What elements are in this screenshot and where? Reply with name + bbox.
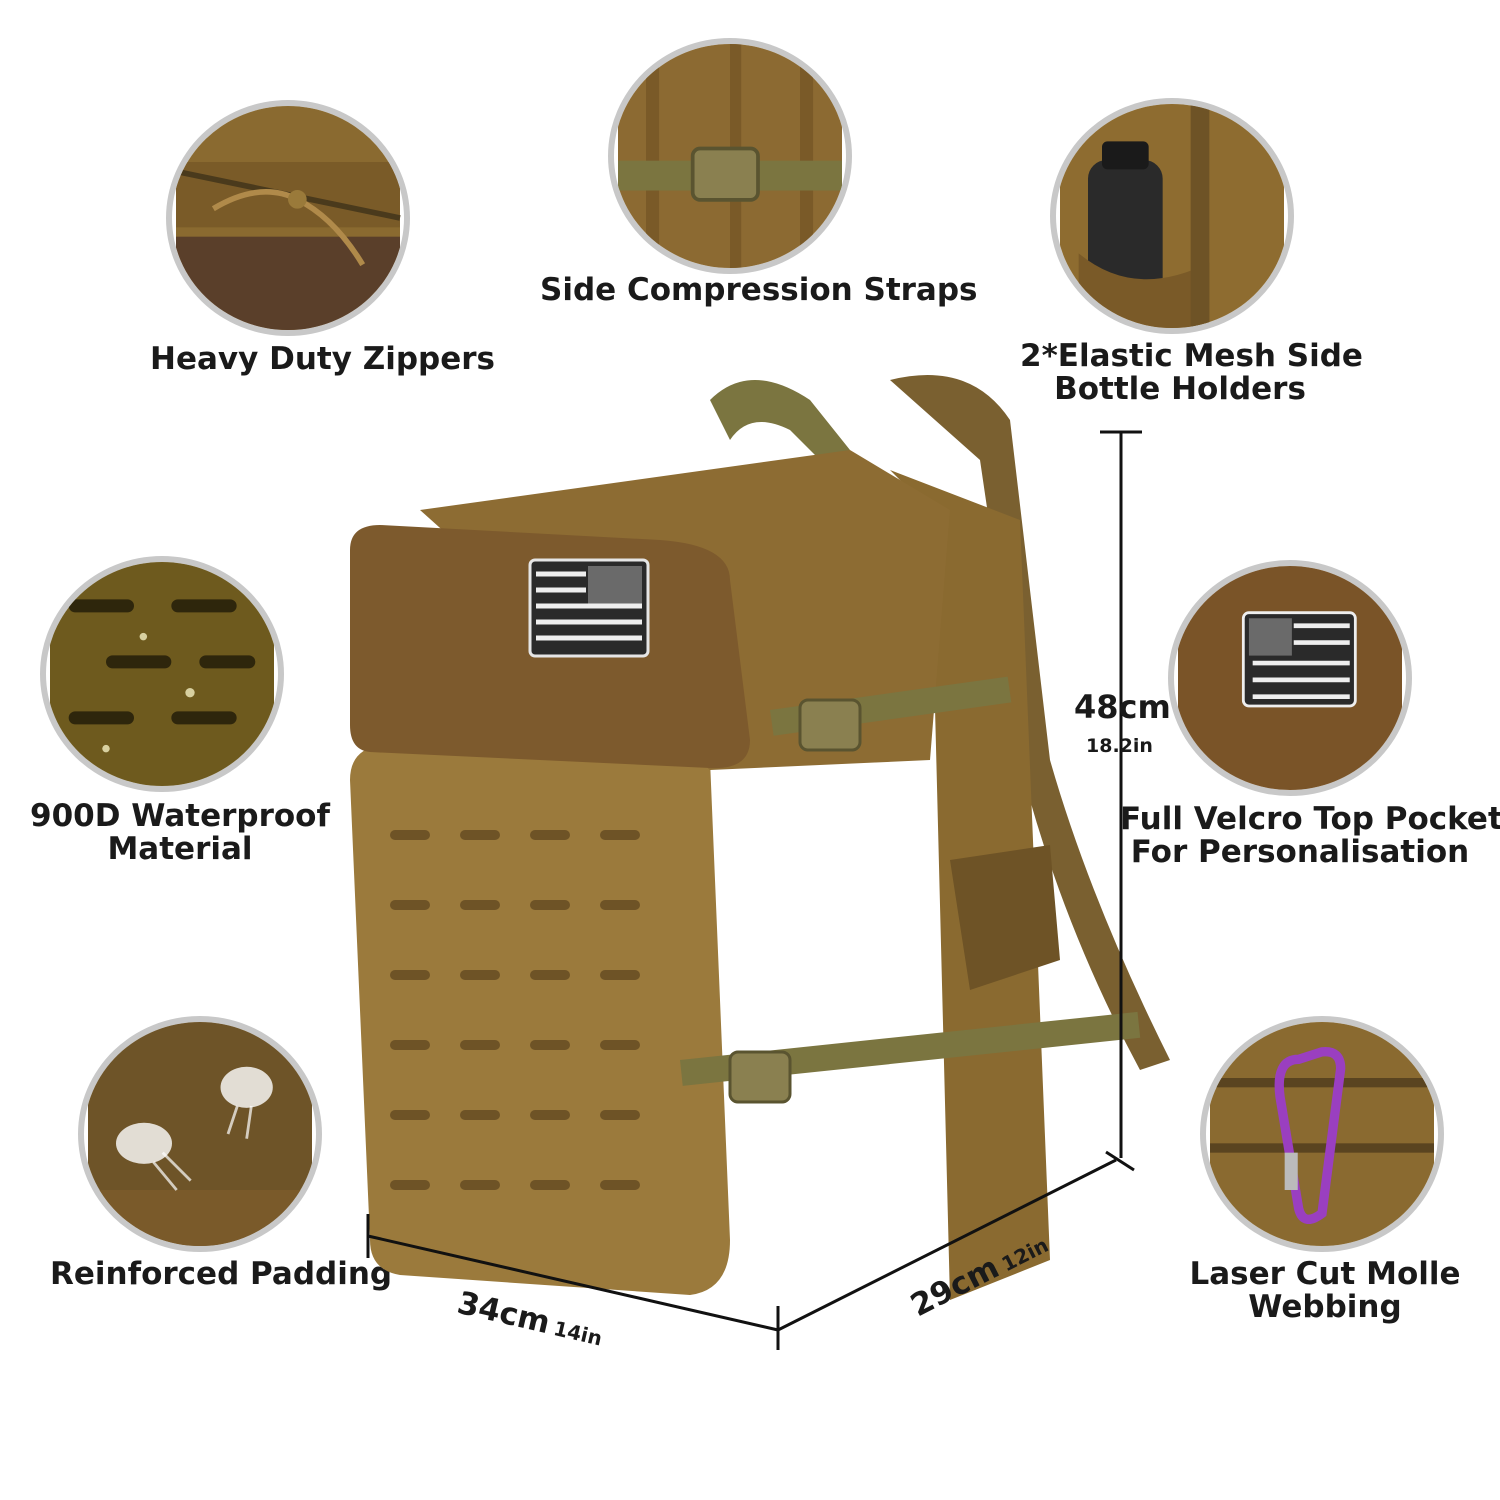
flag-patch-icon (528, 558, 650, 658)
bottle-holder-closeup-image (1050, 98, 1294, 334)
strap-buckle-icon (618, 44, 842, 268)
backpack-illustration (350, 375, 1170, 1300)
side-compression-straps-label: Side Compression Straps (540, 272, 978, 308)
strap-closeup-image (608, 38, 852, 274)
height-imperial: 18.2in (1086, 735, 1153, 757)
water-droplets-icon (50, 562, 274, 786)
bottle-holders-label: 2*Elastic Mesh Side Bottle Holders (1020, 338, 1363, 407)
bottle-icon (1060, 104, 1284, 328)
reinforced-padding-label: Reinforced Padding (50, 1256, 393, 1292)
velcro-closeup-image (1168, 560, 1412, 796)
mesh-padding-icon (88, 1022, 312, 1246)
waterproof-closeup-image (40, 556, 284, 792)
heavy-duty-zippers-label: Heavy Duty Zippers (150, 341, 495, 377)
zipper-closeup-icon (175, 106, 401, 330)
carabiner-icon (1210, 1022, 1434, 1246)
waterproof-material-label: 900D Waterproof Material (30, 798, 330, 867)
molle-closeup-image (1200, 1016, 1444, 1252)
flag-patch-icon (1178, 566, 1402, 790)
molle-webbing-label: Laser Cut Molle Webbing (1189, 1256, 1461, 1325)
padding-closeup-image (78, 1016, 322, 1252)
height-metric: 48cm (1074, 688, 1171, 726)
velcro-pocket-label: Full Velcro Top Pocket For Personalisati… (1120, 801, 1500, 870)
zipper-closeup-image (166, 100, 410, 336)
width-imperial: 14in (551, 1316, 605, 1351)
